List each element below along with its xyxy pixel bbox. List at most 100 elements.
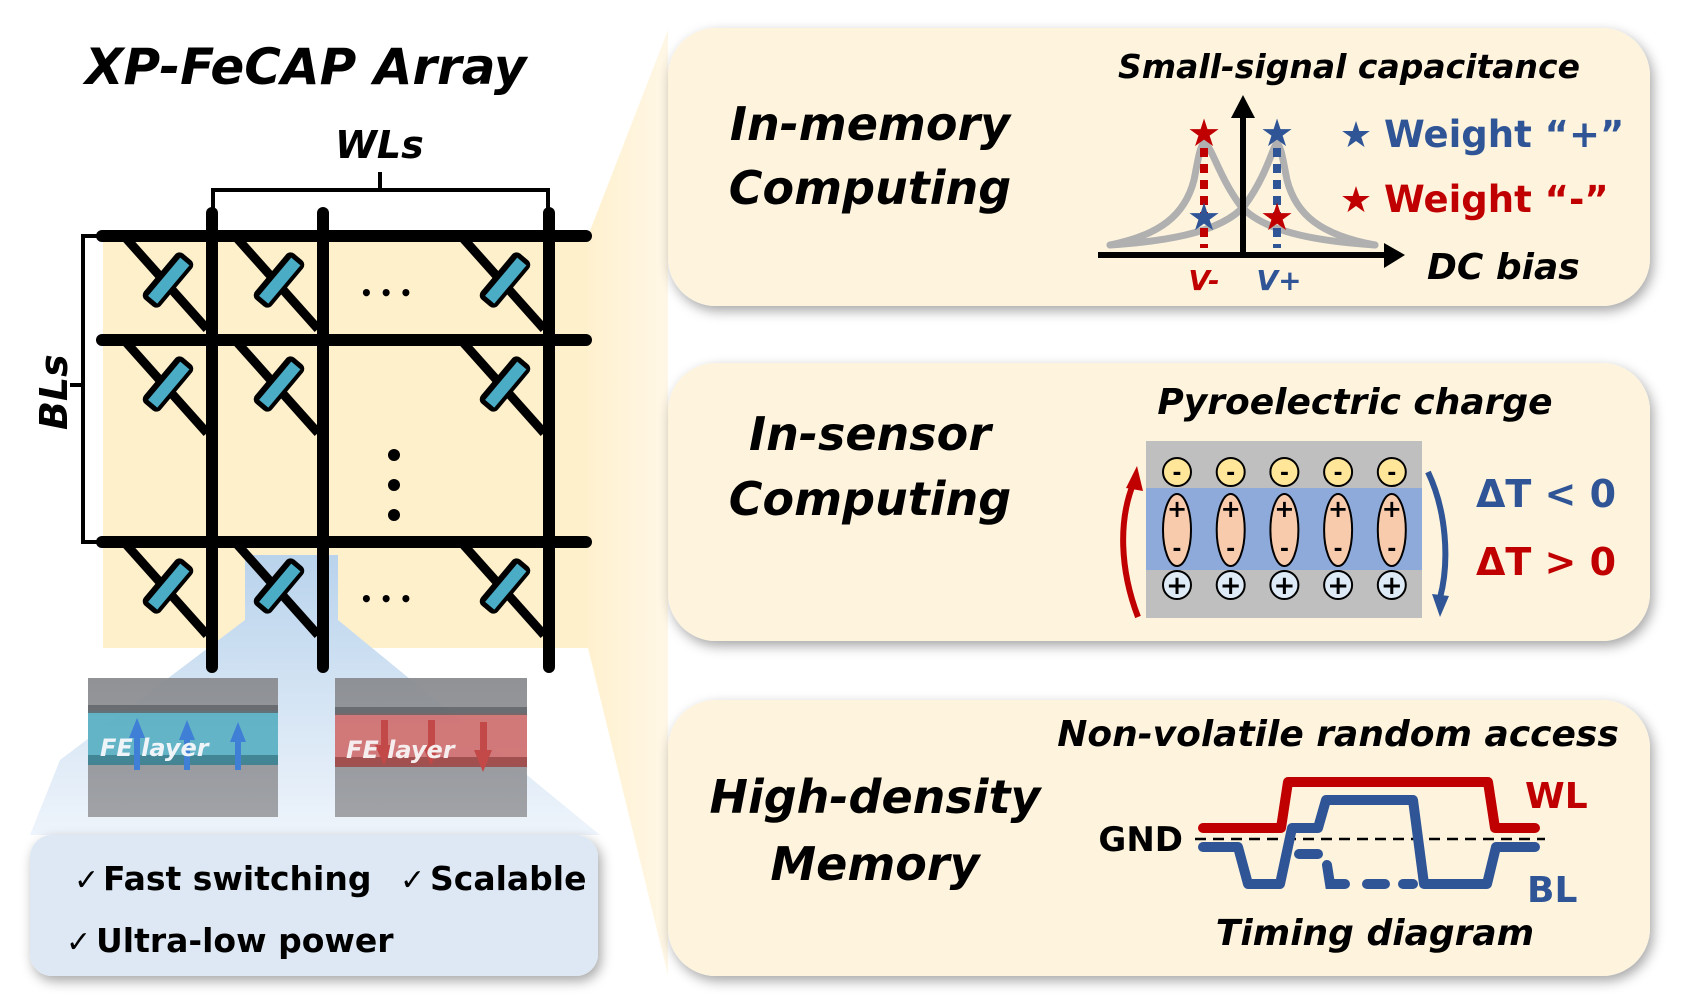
pyroelectric-title: Pyroelectric charge: [1157, 382, 1552, 423]
dipole-minus: -: [1387, 537, 1396, 562]
svg-text:Weight “-”: Weight “-”: [1384, 178, 1609, 221]
negative-sign: -: [1387, 461, 1396, 486]
negative-charge: [1162, 457, 1192, 487]
feature-fast-switching: ✓ Fast switching: [74, 859, 371, 898]
bl-bracket: [70, 234, 102, 544]
dipole-plus: +: [1167, 495, 1187, 523]
positive-charge: [1376, 570, 1407, 600]
bl-label: BLs: [32, 354, 76, 430]
x-axis-label: DC bias: [1427, 247, 1580, 288]
dipole-minus: -: [1226, 537, 1235, 562]
negative-charge: [1376, 457, 1407, 487]
dipole: [1376, 493, 1407, 567]
panel1-title-line1: In-memory: [730, 97, 1012, 151]
red-arrowhead-icon: [1126, 466, 1143, 491]
dipole: [1269, 493, 1300, 567]
dipole: [1162, 493, 1192, 567]
dipole-minus: -: [1172, 537, 1181, 562]
dipole-minus: -: [1280, 537, 1289, 562]
fecap-cell: [253, 558, 305, 614]
wl-signal-label: WL: [1525, 776, 1588, 817]
positive-sign: +: [1381, 571, 1403, 601]
y-axis-arrow-icon: [1231, 95, 1255, 118]
svg-text:Ultra-low power: Ultra-low power: [96, 921, 394, 960]
svg-text:✓: ✓: [400, 863, 425, 898]
positive-charge: [1162, 570, 1192, 600]
dipole: [1215, 493, 1246, 567]
negative-sign: -: [1280, 461, 1289, 486]
svg-text:✓: ✓: [66, 925, 91, 960]
wl-label: WLs: [335, 123, 424, 167]
wl-bracket: [211, 172, 550, 210]
crosspoint-array: [96, 207, 592, 673]
fe-capacitor-down: FE layer: [335, 678, 527, 817]
panel3-title-line1: High-density: [709, 770, 1042, 824]
red-curved-arrow-icon: [1120, 480, 1141, 619]
star-red-top: ★: [1187, 111, 1221, 155]
fe-layer-label-down: FE layer: [346, 736, 457, 764]
capacitance-title: Small-signal capacitance: [1118, 47, 1580, 86]
panel3-title-line2: Memory: [770, 837, 981, 891]
negative-sign: -: [1226, 461, 1235, 486]
fecap-cell: [479, 558, 531, 614]
star-blue-bottom: ★: [1187, 195, 1221, 239]
svg-text:Weight “+”: Weight “+”: [1384, 113, 1624, 156]
negative-charge: [1323, 457, 1354, 487]
star-red-bottom: ★: [1260, 195, 1294, 239]
ellipsis-row1: • • •: [360, 281, 412, 305]
positive-sign: +: [1220, 571, 1242, 601]
tick-v-plus: V+: [1256, 264, 1301, 297]
negative-charge: [1215, 457, 1246, 487]
panel1-title-line2: Computing: [729, 161, 1011, 215]
negative-sign: -: [1334, 461, 1343, 486]
legend-star-red-icon: ★: [1340, 180, 1372, 221]
dipole-plus: +: [1221, 495, 1241, 523]
x-axis-arrow-icon: [1384, 243, 1405, 268]
dipole-minus: -: [1334, 537, 1343, 562]
svg-text:Fast switching: Fast switching: [103, 859, 371, 898]
zoom-cone-panels: [588, 30, 668, 975]
panel2-title-line1: In-sensor: [749, 407, 994, 461]
fecap-cell: [479, 356, 531, 412]
negative-sign: -: [1172, 461, 1181, 486]
fecap-cell: [142, 252, 194, 308]
blue-curved-arrow-icon: [1425, 470, 1449, 599]
star-blue-top: ★: [1260, 111, 1294, 155]
dipole-plus: +: [1328, 495, 1348, 523]
polarization-down-arrows: [375, 720, 492, 772]
polarization-up-arrows: [129, 718, 246, 770]
delta-t-negative: ΔT < 0: [1476, 472, 1616, 516]
pyroelectric-figure: -+-+-+-+-+-+-+-+-+-+: [1146, 441, 1422, 618]
fe-layer-label-up: FE layer: [100, 734, 211, 762]
timing-diagram: GND WL BL Timing diagram: [1098, 776, 1587, 954]
ellipsis-row3: • • •: [360, 587, 412, 611]
curve-v-plus: [1106, 138, 1379, 249]
bl-signal-label: BL: [1527, 870, 1577, 911]
positive-sign: +: [1274, 571, 1296, 601]
positive-charge: [1323, 570, 1354, 600]
fecap-cell: [142, 356, 194, 412]
features-box: [30, 835, 598, 976]
gnd-label: GND: [1098, 820, 1183, 860]
panel2-title-line2: Computing: [729, 472, 1011, 526]
legend-star-blue-icon: ★: [1340, 115, 1372, 156]
legend-weight-minus: ★ Weight “-”: [1340, 178, 1609, 221]
panel-high-density: [668, 700, 1650, 976]
dipole-plus: +: [1382, 495, 1402, 523]
svg-text:✓: ✓: [74, 863, 99, 898]
legend-weight-plus: ★ Weight “+”: [1340, 113, 1624, 156]
positive-sign: +: [1166, 571, 1188, 601]
dipole-plus: +: [1274, 495, 1294, 523]
delta-t-positive: ΔT > 0: [1476, 540, 1616, 584]
bl-alternate-dashed: [1294, 849, 1418, 889]
ellipsis-vertical: [388, 449, 400, 521]
random-access-title: Non-volatile random access: [1057, 714, 1619, 755]
positive-charge: [1215, 570, 1246, 600]
feature-ultra-low-power: ✓ Ultra-low power: [66, 921, 394, 960]
panel-in-memory: [668, 28, 1650, 306]
timing-caption: Timing diagram: [1216, 913, 1534, 954]
array-title: XP-FeCAP Array: [82, 38, 529, 96]
fe-capacitor-up: FE layer: [88, 678, 278, 817]
capacitance-plot: ★ ★ ★ ★ V- V+ DC bias: [1098, 95, 1580, 297]
